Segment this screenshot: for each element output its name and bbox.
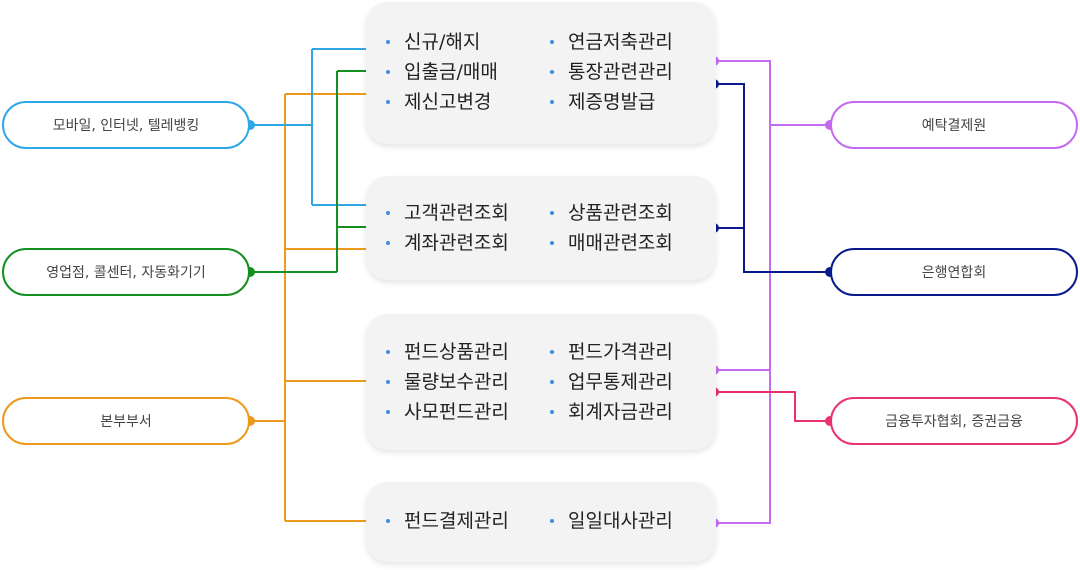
function-item: 통장관련관리 [550, 57, 673, 87]
function-item: 펀드상품관리 [386, 337, 509, 367]
function-list-left: 신규/해지 입출금/매매 제신고변경 [386, 27, 498, 117]
function-list-right: 펀드가격관리 업무통제관리 회계자금관리 [550, 337, 673, 427]
function-box-fund-management: 펀드상품관리 물량보수관리 사모펀드관리 펀드가격관리 업무통제관리 회계자금관… [366, 314, 716, 450]
node-mobile-internet-telebanking: 모바일, 인터넷, 텔레뱅킹 [2, 101, 250, 149]
node-label: 예탁결제원 [921, 118, 987, 134]
function-list-left: 고객관련조회 계좌관련조회 [386, 198, 509, 258]
function-list-right: 일일대사관리 [550, 506, 673, 536]
function-item: 펀드결제관리 [386, 506, 509, 536]
node-label: 영업점, 콜센터, 자동화기기 [46, 265, 206, 281]
function-item: 물량보수관리 [386, 367, 509, 397]
function-item: 펀드가격관리 [550, 337, 673, 367]
function-box-settlement: 펀드결제관리 일일대사관리 [366, 482, 716, 562]
function-item: 고객관련조회 [386, 198, 509, 228]
function-item: 상품관련조회 [550, 198, 673, 228]
node-label: 금융투자협회, 증권금융 [885, 414, 1023, 430]
navy-connector [714, 83, 830, 273]
function-list-left: 펀드결제관리 [386, 506, 509, 536]
function-item: 일일대사관리 [550, 506, 673, 536]
node-headquarters: 본부부서 [2, 397, 250, 445]
pink-connector [714, 391, 830, 422]
node-label: 모바일, 인터넷, 텔레뱅킹 [52, 118, 200, 134]
function-item: 사모펀드관리 [386, 397, 509, 427]
node-ksd: 예탁결제원 [830, 101, 1078, 149]
function-box-account-services: 신규/해지 입출금/매매 제신고변경 연금저축관리 통장관련관리 제증명발급 [366, 2, 716, 144]
function-item: 제증명발급 [550, 87, 673, 117]
function-item: 제신고변경 [386, 87, 498, 117]
function-item: 업무통제관리 [550, 367, 673, 397]
function-list-left: 펀드상품관리 물량보수관리 사모펀드관리 [386, 337, 509, 427]
function-list-right: 상품관련조회 매매관련조회 [550, 198, 673, 258]
function-item: 회계자금관리 [550, 397, 673, 427]
function-box-inquiries: 고객관련조회 계좌관련조회 상품관련조회 매매관련조회 [366, 176, 716, 280]
node-kofia-ksfc: 금융투자협회, 증권금융 [830, 397, 1078, 445]
function-item: 연금저축관리 [550, 27, 673, 57]
function-list-right: 연금저축관리 통장관련관리 제증명발급 [550, 27, 673, 117]
function-item: 매매관련조회 [550, 228, 673, 258]
node-banks-federation: 은행연합회 [830, 248, 1078, 296]
node-label: 은행연합회 [921, 265, 987, 281]
function-item: 계좌관련조회 [386, 228, 509, 258]
node-branch-callcenter-atm: 영업점, 콜센터, 자동화기기 [2, 248, 250, 296]
purple-connector [714, 60, 771, 524]
function-item: 입출금/매매 [386, 57, 498, 87]
node-label: 본부부서 [100, 414, 152, 430]
function-item: 신규/해지 [386, 27, 498, 57]
